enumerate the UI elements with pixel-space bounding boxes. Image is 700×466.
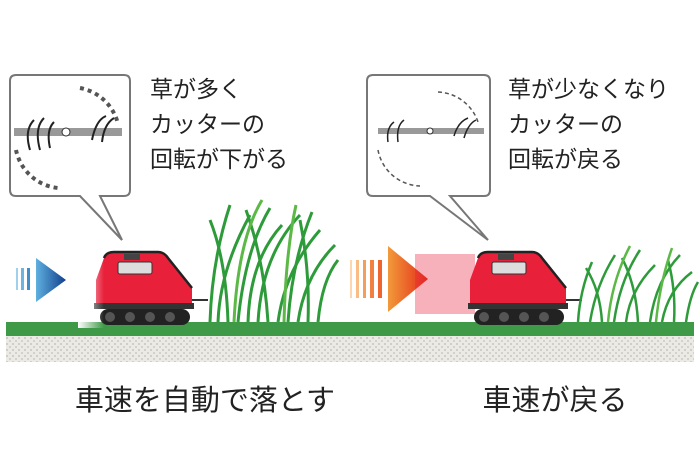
ground [6,322,694,362]
left-caption: 車速を自動で落とす [75,383,335,417]
right-bubble-line-3: 回転が戻る [508,147,623,173]
slow-speed-arrow-icon [16,258,66,302]
dense-grass [208,199,340,323]
fast-speed-arrow-icon [350,246,428,312]
left-panel: 草が多く カッターの 回転が下がる 車速を自動で落とす [9,74,340,417]
right-caption: 車速が戻る [482,383,627,417]
robot-mower-right [415,250,584,327]
cutter-normal-icon [377,91,484,187]
right-speech-bubble [366,74,491,241]
sparse-grass [576,245,700,323]
left-bubble-line-3: 回転が下がる [150,147,288,173]
right-panel: 草が少なくなり カッターの 回転が戻る 車速が戻る [350,74,700,417]
left-bubble-line-2: カッターの [150,112,265,138]
cutter-slowing-icon [14,86,122,190]
right-bubble-line-1: 草が少なくなり [508,77,669,103]
right-bubble-line-2: カッターの [508,112,623,138]
left-speech-bubble [9,74,131,241]
left-bubble-line-1: 草が多く [150,77,242,103]
robot-mower-left [78,248,210,328]
